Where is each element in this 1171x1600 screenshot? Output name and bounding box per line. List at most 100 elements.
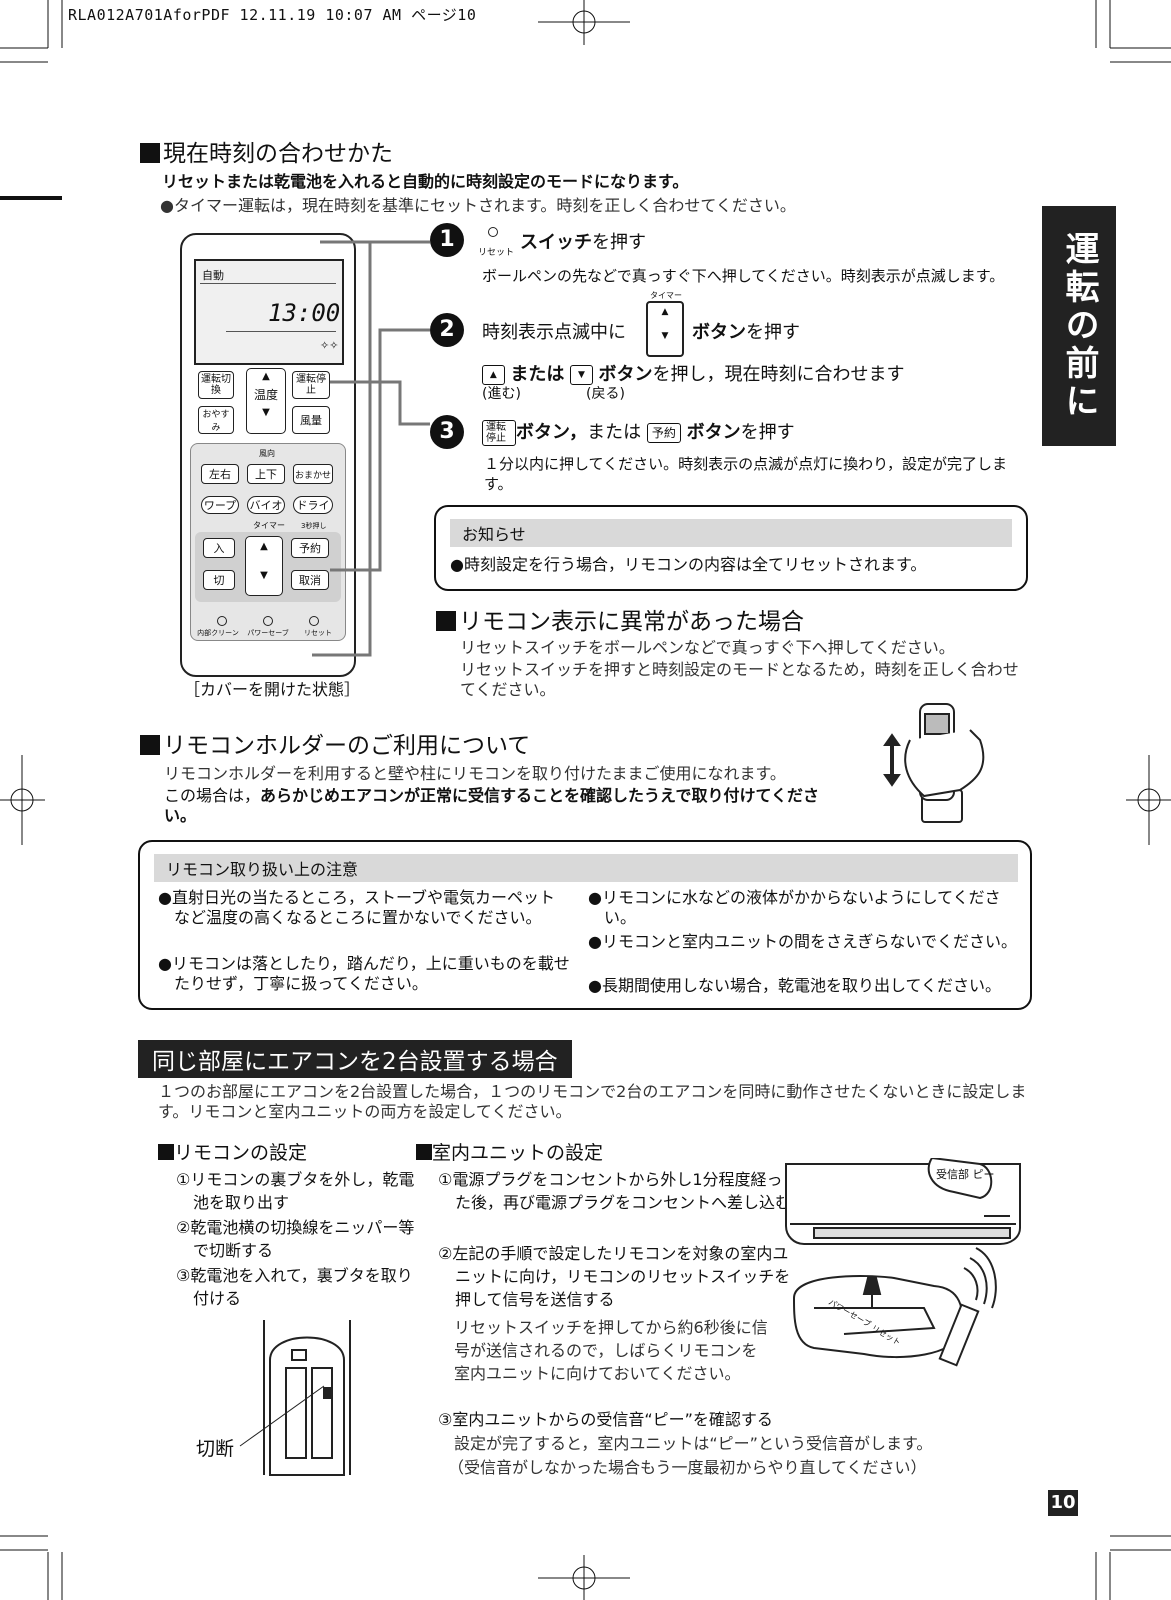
remote-setting-step-1: ①リモコンの裏ブタを外し，乾電池を取り出す (176, 1170, 415, 1212)
timer-on-button[interactable]: 入 (203, 538, 235, 558)
timer-down-icon[interactable]: ▼ (260, 570, 268, 581)
remote-illustration: 自動 13:00 ✧✧ 運転切換 ▲ 温度 ▼ 運転停止 おやすみ 風量 風向 … (180, 233, 356, 677)
step-1-desc: ボールペンの先などで真っすぐ下へ押してください。時刻表示が点滅します。 (482, 267, 1005, 285)
step-3-title: 運転停止ボタン，または 予約 ボタンを押す (482, 418, 795, 446)
caution-right-2: ●リモコンと室内ユニットの間をさえぎらないでください。 (588, 932, 1018, 951)
lr-button[interactable]: 左右 (201, 464, 239, 484)
caution-box: リモコン取り扱い上の注意 ●直射日光の当たるところ，ストーブや電気カーペットなど… (138, 840, 1032, 1010)
up-button-icon: ▲ (482, 365, 505, 385)
mode-switch-button[interactable]: 運転切換 (198, 371, 234, 399)
unit-setting-step-2: ②左記の手順で設定したリモコンを対象の室内ユニットに向け，リモコンのリセットスイ… (438, 1244, 791, 1309)
timer-down-icon: ▼ (661, 331, 669, 341)
time-lead: リセットまたは乾電池を入れると自動的に時刻設定のモードになります。 (162, 172, 689, 191)
print-header: RLA012A701AforPDF 12.11.19 10:07 AM ページ1… (68, 6, 477, 24)
reset-hole-icon (488, 227, 498, 237)
abnormal-text-2: リセットスイッチを押すと時刻設定のモードとなるため，時刻を正しく合わせてください… (460, 660, 1019, 699)
abnormal-text-1: リセットスイッチをボールペンなどで真っすぐ下へ押してください。 (460, 638, 955, 657)
step-3-desc: １分以内に押してください。時刻表示の点滅が点灯に換わり，設定が完了します。 (484, 455, 1008, 493)
power-save-label: パワーセーブ (247, 629, 289, 637)
lcd-line (200, 283, 336, 284)
holder-illustration (883, 703, 985, 823)
time-note: ●タイマー運転は，現在時刻を基準にセットされます。時刻を正しく合わせてください。 (160, 196, 796, 215)
fan-button[interactable]: 風量 (292, 406, 330, 434)
auto-button[interactable]: おまかせ (293, 464, 333, 484)
step-2-pre: 時刻表示点滅中に (482, 322, 626, 343)
notice-box: お知らせ ●時刻設定を行う場合，リモコンの内容は全てリセットされます。 (434, 505, 1028, 591)
step-1-title: スイッチを押す (520, 232, 646, 253)
remote-lower-panel: 風向 左右 上下 おまかせ ワープ バイオ ドライ タイマー 3秒押し 入 ▲ … (190, 443, 346, 641)
holder-text-1: リモコンホルダーを利用すると壁や柱にリモコンを取り付けたままご使用になれます。 (164, 764, 786, 783)
temp-up-icon[interactable]: ▲ (262, 371, 270, 382)
lcd-time: 13:00 (268, 299, 341, 327)
remote-setting-title: リモコンの設定 (158, 1138, 307, 1165)
two-units-intro: １つのお部屋にエアコンを2台設置した場合，１つのリモコンで2台のエアコンを同時に… (158, 1082, 1027, 1121)
notice-title: お知らせ (450, 519, 1012, 547)
timer-up-icon[interactable]: ▲ (260, 541, 268, 552)
internal-clean-label: 内部クリーン (197, 629, 239, 637)
dry-button[interactable]: ドライ (293, 496, 333, 514)
cut-label: 切断 (196, 1438, 235, 1460)
power-save-switch-icon[interactable] (263, 616, 273, 626)
cut-pointer-line (239, 1385, 325, 1447)
section-title-holder: リモコンホルダーのご利用について (140, 726, 530, 760)
step-1-reset-label: リセット (478, 248, 515, 258)
step-2-line2: ▲ または ▼ ボタンを押し，現在時刻に合わせます (482, 360, 905, 386)
sleep-button[interactable]: おやすみ (198, 406, 234, 434)
remote-caption: ［カバーを開けた状態］ (184, 680, 361, 699)
unit-setting-step-3-desc-1: 設定が完了すると，室内ユニットは“ピー”という受信音がします。 (454, 1434, 933, 1453)
section-title-abnormal: リモコン表示に異常があった場合 (436, 602, 804, 636)
run-stop-button[interactable]: 運転停止 (292, 371, 330, 399)
caution-left-1: ●直射日光の当たるところ，ストーブや電気カーペットなど温度の高くなるところに置か… (158, 888, 556, 927)
unit-setting-step-3: ③室内ユニットからの受信音“ピー”を確認する (438, 1410, 773, 1429)
step-1-number: 1 (430, 223, 464, 257)
timer-off-button[interactable]: 切 (203, 570, 235, 590)
step-2-down-note: (戻る) (586, 386, 625, 402)
timer-label: タイマー (253, 521, 285, 530)
step-2-number: 2 (430, 313, 464, 347)
wind-dir-label: 風向 (259, 449, 275, 458)
reset-label: リセット (304, 629, 332, 637)
step-2-timer-rocker: ▲ ▼ (646, 301, 684, 357)
notice-text: ●時刻設定を行う場合，リモコンの内容は全てリセットされます。 (450, 555, 927, 574)
bio-button[interactable]: バイオ (247, 496, 285, 514)
page-number: 10 (1048, 1490, 1078, 1516)
unit-setting-step-1: ①電源プラグをコンセントから外し1分程度経った後，再び電源プラグをコンセントへ差… (438, 1170, 792, 1212)
holder-text-2: この場合は，あらかじめエアコンが正常に受信することを確認したうえで取り付けてくだ… (164, 786, 820, 825)
warp-button[interactable]: ワープ (201, 496, 239, 514)
remote-lcd: 自動 13:00 ✧✧ (194, 259, 344, 365)
temp-label: 温度 (253, 388, 278, 402)
side-tab: 運転の前に (1042, 206, 1116, 446)
connector-lines (312, 240, 430, 657)
temp-down-icon[interactable]: ▼ (262, 407, 270, 418)
step-2-up-note: (進む) (482, 386, 521, 402)
unit-setting-step-2-desc: リセットスイッチを押してから約6秒後に信号が送信されるので，しばらくリモコンを室… (454, 1318, 768, 1383)
remote-setting-step-3: ③乾電池を入れて，裏ブタを取り付ける (176, 1266, 413, 1308)
two-units-banner: 同じ部屋にエアコンを2台設置する場合 (138, 1040, 572, 1078)
step-2-title: ボタンを押す (692, 322, 800, 343)
timer-up-icon: ▲ (661, 307, 669, 317)
unit-setting-title: 室内ユニットの設定 (416, 1138, 603, 1165)
sparkle-icon: ✧✧ (320, 339, 339, 352)
section-title-time: 現在時刻の合わせかた (140, 134, 393, 168)
reserve-button[interactable]: 予約 (291, 538, 329, 558)
reset-switch-icon[interactable] (309, 616, 319, 626)
bubble-text: 受信部 ピー (936, 1168, 995, 1181)
timer-rocker[interactable]: ▲ ▼ (245, 536, 283, 596)
caution-right-1: ●リモコンに水などの液体がかからないようにしてください。 (588, 888, 1001, 927)
ud-button[interactable]: 上下 (247, 464, 285, 484)
indoor-unit-illustration (785, 1158, 1021, 1367)
lcd-line-2 (226, 331, 336, 332)
run-stop-button-icon: 運転停止 (482, 420, 516, 446)
caution-title: リモコン取り扱い上の注意 (154, 854, 1018, 882)
step-3-number: 3 (430, 415, 464, 449)
step-2-timer-label: タイマー (650, 291, 682, 300)
internal-clean-switch-icon[interactable] (217, 616, 227, 626)
down-button-icon: ▼ (570, 365, 593, 385)
timer-hold-label: 3秒押し (301, 522, 327, 530)
remote-setting-step-2: ②乾電池横の切換線をニッパー等で切断する (176, 1218, 415, 1260)
cancel-button[interactable]: 取消 (291, 570, 329, 590)
reserve-button-icon: 予約 (646, 423, 681, 443)
caution-right-3: ●長期間使用しない場合，乾電池を取り出してください。 (588, 976, 1002, 995)
lcd-mode: 自動 (202, 269, 224, 282)
temp-rocker[interactable]: ▲ 温度 ▼ (246, 368, 286, 434)
